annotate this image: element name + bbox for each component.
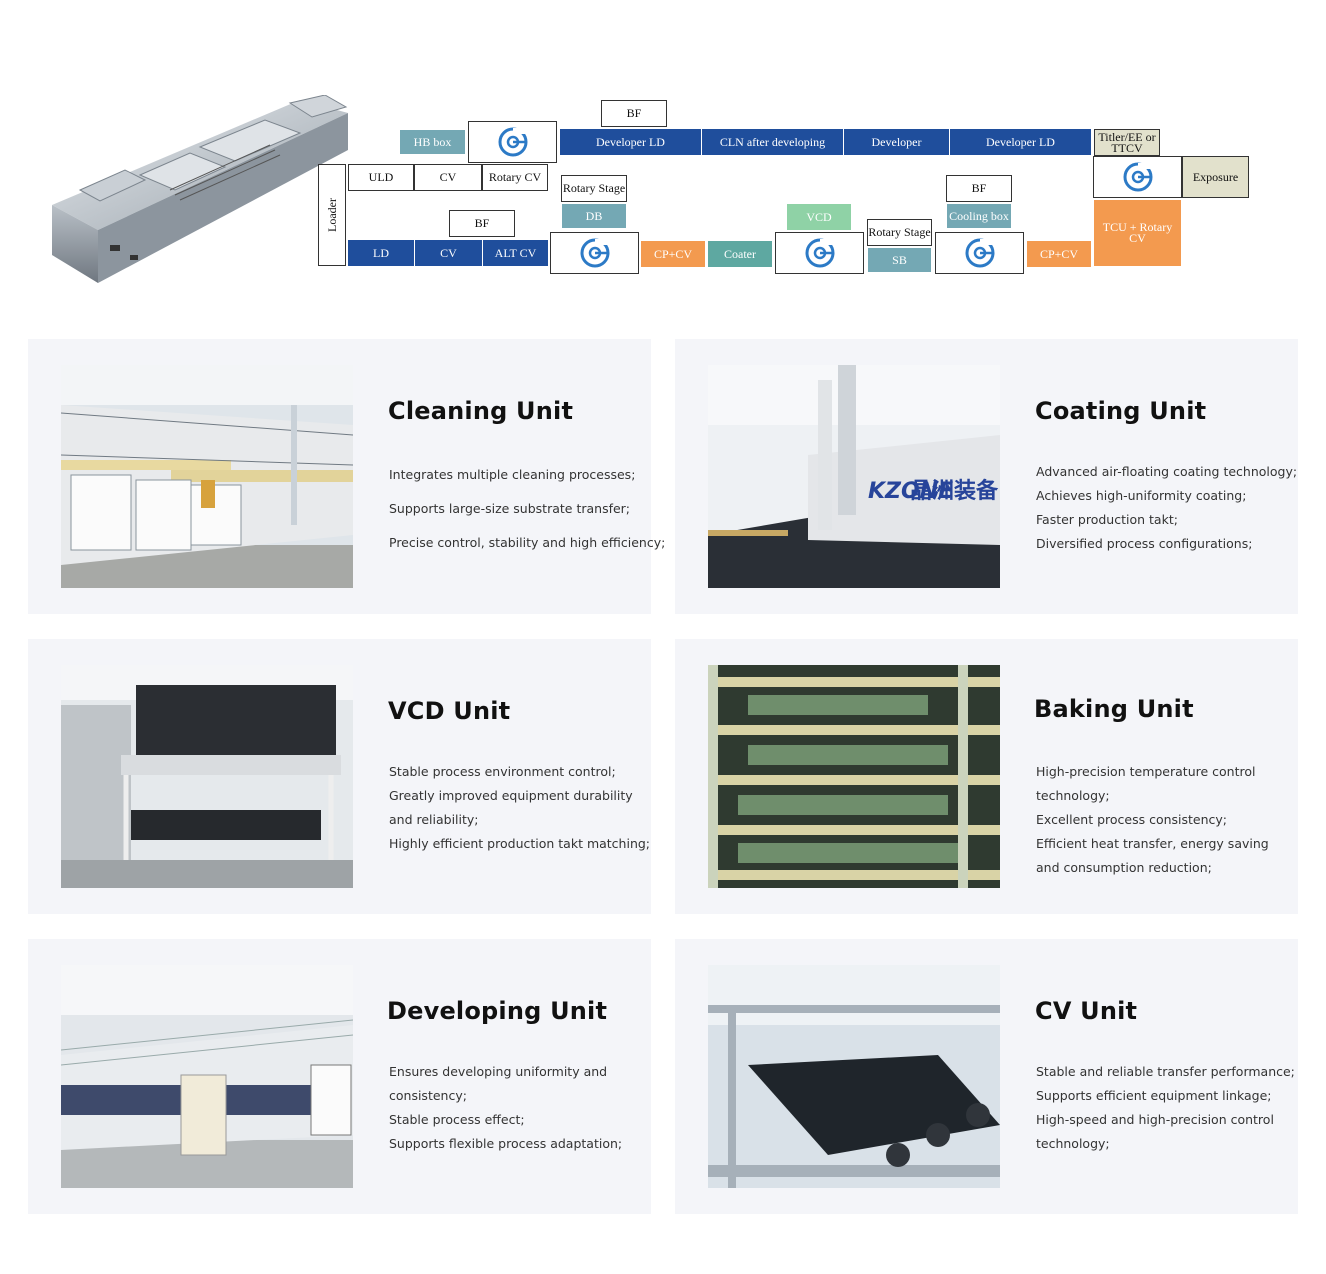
block-bf-top: BF (601, 100, 667, 127)
feature-line: Supports large-size substrate transfer; (389, 501, 631, 516)
feature-line: Supports flexible process adaptation; (389, 1136, 623, 1151)
block-rotary-stage-2: Rotary Stage (867, 219, 932, 246)
feature-line: Stable and reliable transfer performance… (1036, 1064, 1295, 1079)
card-description: Stable and reliable transfer performance… (1036, 1060, 1298, 1156)
block-bf-mid: BF (449, 210, 515, 237)
developing-unit-photo (61, 965, 353, 1188)
block-rotary-stage-1: Rotary Stage (561, 175, 627, 202)
card-baking-unit: Baking Unit High-precision temperature c… (675, 639, 1298, 914)
cv-unit-photo (708, 965, 1000, 1188)
block-cv-top: CV (414, 164, 482, 191)
feature-line: Stable process environment control; (389, 764, 616, 779)
block-vcd: VCD (786, 203, 852, 231)
card-description: Advanced air-floating coating technology… (1036, 460, 1298, 556)
robot-cell-6 (1093, 156, 1182, 198)
feature-line: Supports efficient equipment linkage; (1036, 1088, 1272, 1103)
card-description: Ensures developing uniformity and consis… (389, 1060, 651, 1156)
card-developing-unit: Developing Unit Ensures developing unifo… (28, 939, 651, 1214)
robot-logo-icon (965, 238, 994, 268)
card-description: Stable process environment control; Grea… (389, 760, 651, 856)
block-db: DB (561, 203, 627, 229)
block-uld: ULD (348, 164, 414, 191)
feature-line: Achieves high-uniformity coating; (1036, 488, 1247, 503)
block-cooling-box: Cooling box (946, 203, 1012, 229)
block-titler: Titler/EE or TTCV (1094, 129, 1160, 156)
feature-line: High-speed and high-precision control (1036, 1112, 1274, 1127)
robot-cell-4 (935, 232, 1024, 274)
block-developer-ld-2: Developer LD (950, 129, 1092, 155)
block-loader: Loader (318, 164, 346, 266)
feature-line: Highly efficient production takt matchin… (389, 836, 651, 851)
feature-line: Faster production takt; (1036, 512, 1178, 527)
card-vcd-unit: VCD Unit Stable process environment cont… (28, 639, 651, 914)
feature-line: Stable process effect; (389, 1112, 525, 1127)
feature-line: and reliability; (389, 812, 479, 827)
block-ld: LD (348, 240, 415, 266)
block-rotary-cv: Rotary CV (482, 164, 548, 191)
machine-illustration (50, 94, 350, 285)
block-developer-ld-1: Developer LD (560, 129, 702, 155)
robot-logo-icon (1123, 162, 1152, 192)
feature-line: Ensures developing uniformity and (389, 1064, 608, 1079)
feature-line: Efficient heat transfer, energy saving (1036, 836, 1269, 851)
card-title: Baking Unit (1034, 695, 1194, 723)
block-cv-bottom: CV (415, 240, 483, 266)
block-tcu: TCU + Rotary CV (1093, 199, 1182, 267)
feature-line: technology; (1036, 788, 1110, 803)
block-cp-cv-1: CP+CV (640, 240, 706, 268)
card-title: Developing Unit (387, 997, 608, 1025)
vcd-unit-photo (61, 665, 353, 888)
block-alt-cv: ALT CV (483, 240, 549, 266)
card-title: VCD Unit (388, 697, 511, 725)
robot-logo-icon (580, 238, 609, 268)
robot-logo-icon (805, 238, 834, 268)
card-title: Cleaning Unit (388, 397, 574, 425)
robot-cell-3 (775, 232, 864, 274)
feature-line: High-precision temperature control (1036, 764, 1256, 779)
feature-line: Integrates multiple cleaning processes; (389, 467, 636, 482)
coating-unit-photo: KZONE 晶洲装备 (708, 365, 1000, 588)
feature-line: Excellent process consistency; (1036, 812, 1228, 827)
card-cv-unit: CV Unit Stable and reliable transfer per… (675, 939, 1298, 1214)
robot-cell-1 (468, 121, 557, 163)
svg-text:KZONE: KZONE (868, 479, 953, 504)
feature-line: Diversified process configurations; (1036, 536, 1253, 551)
robot-cell-2 (550, 232, 639, 274)
block-cln-after-developing: CLN after developing (702, 129, 844, 155)
block-exposure: Exposure (1182, 156, 1249, 198)
feature-line: Precise control, stability and high effi… (389, 535, 666, 550)
process-flow-diagram: BF HB box Developer LD CLN after develop… (0, 0, 1326, 300)
block-cp-cv-2: CP+CV (1026, 240, 1092, 268)
feature-line: technology; (1036, 1136, 1110, 1151)
block-hb-box: HB box (399, 129, 466, 155)
feature-line: Advanced air-floating coating technology… (1036, 464, 1298, 479)
feature-line: and consumption reduction; (1036, 860, 1212, 875)
card-description: High-precision temperature control techn… (1036, 760, 1298, 880)
card-title: CV Unit (1035, 997, 1138, 1025)
feature-line: Greatly improved equipment durability (389, 788, 633, 803)
cleaning-unit-photo (61, 365, 353, 588)
card-cleaning-unit: Cleaning Unit Integrates multiple cleani… (28, 339, 666, 614)
block-sb: SB (867, 247, 932, 273)
feature-line: consistency; (389, 1088, 467, 1103)
baking-unit-photo (708, 665, 1000, 888)
block-coater: Coater (707, 240, 773, 268)
block-bf-right: BF (946, 175, 1012, 202)
card-coating-unit: KZONE 晶洲装备 Coating Unit Advanced air-flo… (675, 339, 1298, 614)
card-title: Coating Unit (1035, 397, 1207, 425)
block-developer: Developer (844, 129, 950, 155)
card-description: Integrates multiple cleaning processes; … (389, 463, 666, 565)
robot-logo-icon (498, 127, 527, 157)
svg-text:晶洲装备: 晶洲装备 (910, 478, 999, 504)
